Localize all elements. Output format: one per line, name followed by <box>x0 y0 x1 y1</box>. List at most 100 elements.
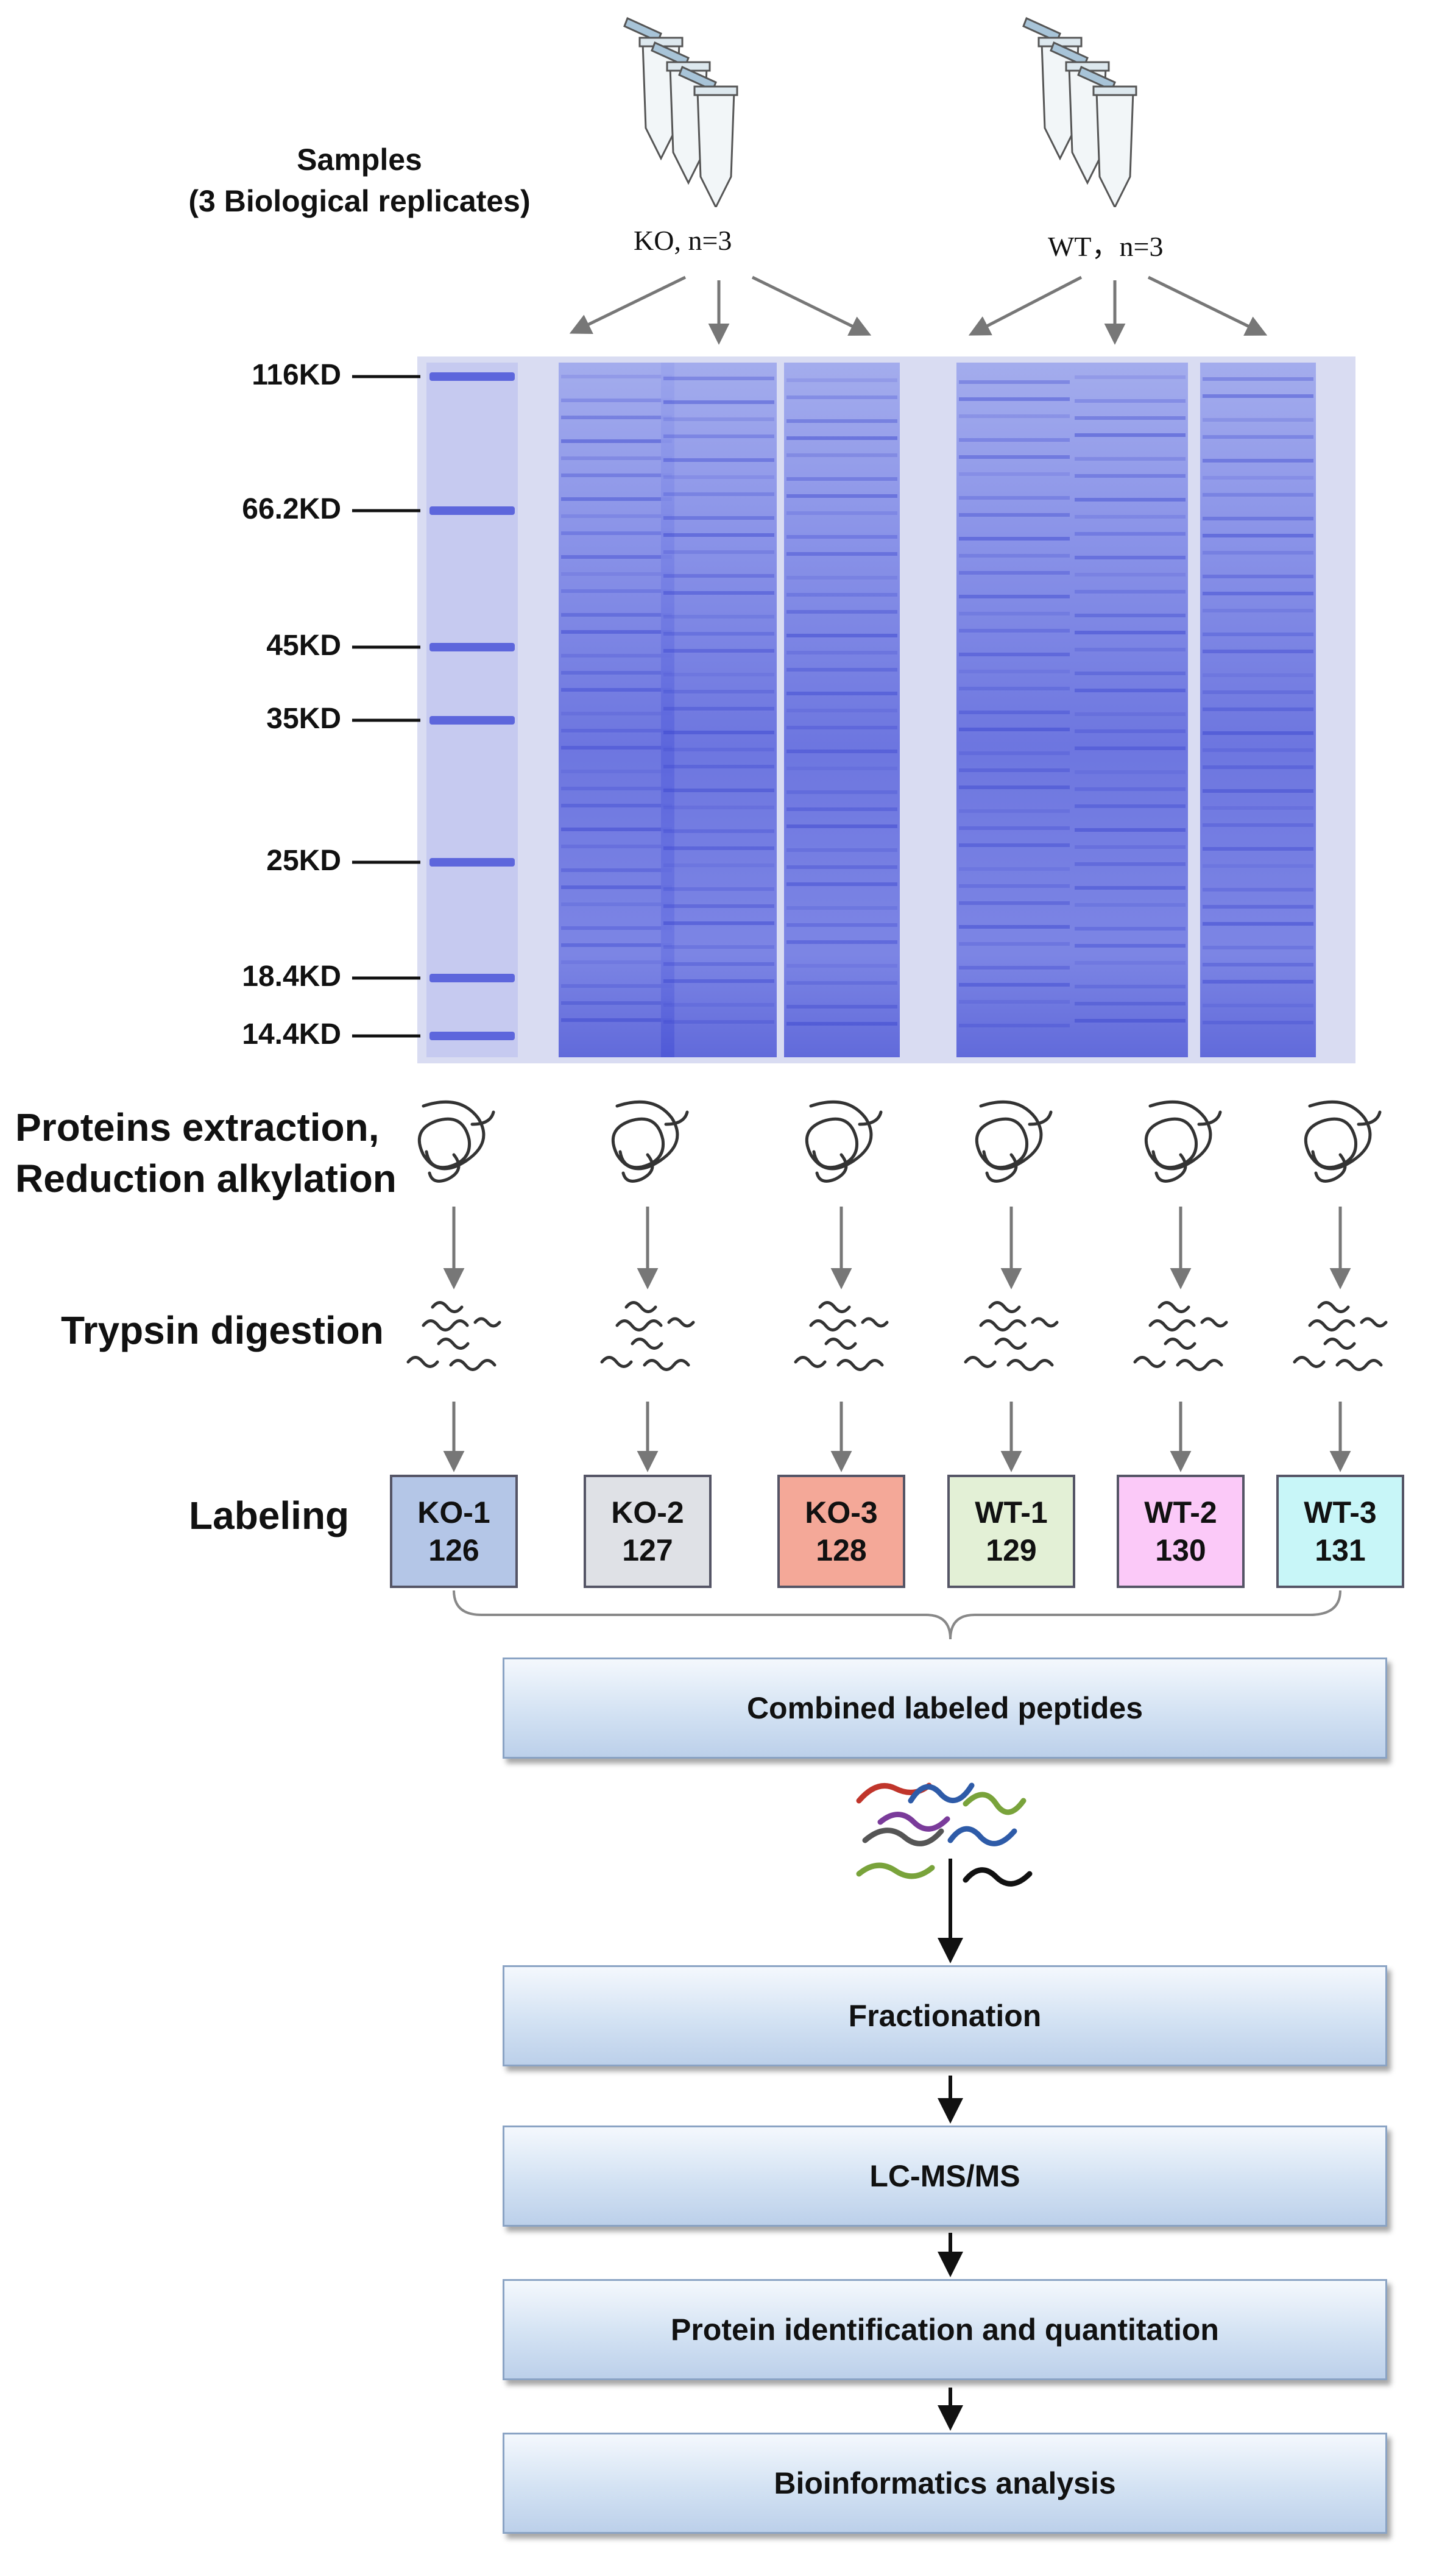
gel-band <box>959 983 1070 987</box>
gel-band <box>1075 787 1186 791</box>
gel-band <box>786 906 897 910</box>
gel-band <box>959 380 1070 384</box>
gel-band <box>786 1005 897 1009</box>
marker-label: 18.4KD <box>242 960 341 993</box>
gel-lane-1 <box>559 363 674 1057</box>
gel-band <box>1203 864 1313 868</box>
samples-title: Samples (3 Biological replicates) <box>152 139 567 222</box>
gel-band <box>1203 765 1313 769</box>
gel-band <box>1203 806 1313 810</box>
gel-band <box>1203 905 1313 909</box>
gel-band <box>1075 1019 1186 1023</box>
bioinformatics-box: Bioinformatics analysis <box>503 2433 1387 2534</box>
gel-band <box>663 649 774 653</box>
gel-band <box>561 845 672 848</box>
gel-band <box>663 748 774 751</box>
gel-band <box>561 943 672 947</box>
gel-band <box>663 863 774 867</box>
gel-band <box>561 514 672 518</box>
gel-band <box>1075 828 1186 832</box>
gel-band <box>959 925 1070 929</box>
peptide-fragments-icon <box>794 1301 889 1371</box>
gel-band <box>1203 493 1313 497</box>
gel-band <box>959 513 1070 517</box>
gel-band <box>1075 944 1186 948</box>
gel-band <box>561 671 672 675</box>
gel-band <box>663 574 774 578</box>
gel-band <box>959 653 1070 656</box>
gel-band <box>959 884 1070 888</box>
gel-band <box>786 981 897 985</box>
gel-band <box>561 746 672 750</box>
gel-band <box>1075 1002 1186 1005</box>
gel-band <box>1075 399 1186 403</box>
gel-band <box>786 882 897 886</box>
gel-band <box>786 750 897 753</box>
gel-band <box>786 1022 897 1026</box>
gel-band <box>663 945 774 949</box>
gel-band <box>786 865 897 869</box>
gel-band <box>1203 731 1313 735</box>
gel-band <box>1075 712 1186 716</box>
gel-band <box>1075 648 1186 651</box>
gel-band <box>561 630 672 634</box>
gel-band <box>1203 534 1313 537</box>
gel-band <box>959 670 1070 673</box>
gel-band <box>1203 963 1313 966</box>
gel-band <box>959 826 1070 830</box>
gel-band <box>561 804 672 807</box>
gel-band <box>561 456 672 460</box>
gel-band <box>786 767 897 770</box>
combined-peptides-box: Combined labeled peptides <box>503 1658 1387 1759</box>
gel-band <box>959 901 1070 905</box>
ladder-band-7 <box>429 1032 515 1040</box>
gel-band <box>561 497 672 501</box>
gel-band <box>561 926 672 930</box>
gel-band <box>786 940 897 944</box>
digestion-label: Trypsin digestion <box>61 1308 384 1352</box>
gel-band <box>1203 377 1313 381</box>
gel-band <box>561 885 672 889</box>
gel-band <box>1203 650 1313 653</box>
gel-band <box>663 979 774 983</box>
gel-band <box>959 768 1070 772</box>
ladder-band-2 <box>429 506 515 515</box>
gel-band <box>663 550 774 554</box>
gel-band <box>663 533 774 537</box>
gel-band <box>786 436 897 440</box>
gel-band <box>959 711 1070 714</box>
peptide-fragments-icon <box>1293 1301 1388 1371</box>
gel-lane-6 <box>1200 363 1316 1057</box>
gel-band <box>959 554 1070 558</box>
gel-band <box>1075 729 1186 733</box>
gel-band <box>663 458 774 462</box>
extraction-label: Proteins extraction, Reduction alkylatio… <box>15 1102 397 1204</box>
gel-band <box>1075 515 1186 519</box>
label-tag-number: 130 <box>1155 1533 1206 1567</box>
wt-group-label: WT，n=3 <box>1048 231 1164 262</box>
gel-band <box>561 712 672 715</box>
gel-band <box>1075 573 1186 576</box>
extraction-label-line2: Reduction alkylation <box>15 1157 397 1200</box>
gel-band <box>786 709 897 712</box>
gel-band <box>1203 847 1313 851</box>
gel-band <box>663 417 774 421</box>
gel-band <box>663 400 774 404</box>
gel-band <box>1203 748 1313 752</box>
gel-band <box>561 399 672 402</box>
gel-band <box>959 809 1070 813</box>
gel-band <box>663 516 774 520</box>
gel-band <box>786 923 897 927</box>
gel-band <box>959 785 1070 789</box>
label-tag-number: 128 <box>816 1533 867 1567</box>
gel-band <box>786 807 897 811</box>
gel-band <box>786 593 897 597</box>
gel-band <box>959 496 1070 500</box>
protein-coil-icon <box>805 1100 883 1183</box>
gel-band <box>561 787 672 790</box>
gel-band <box>1075 862 1186 866</box>
gel-band <box>663 962 774 966</box>
